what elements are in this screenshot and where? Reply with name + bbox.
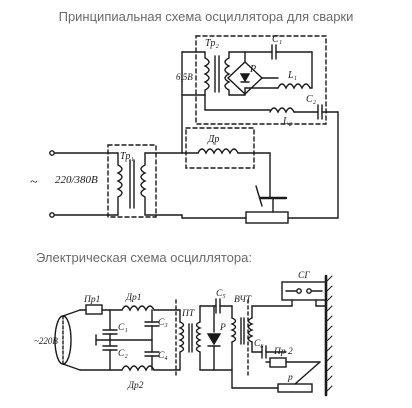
terminal-bottom <box>49 212 55 218</box>
tr1-secondary-coil <box>140 152 147 216</box>
label-tr1: Тр₁ <box>120 151 134 162</box>
tr2-box <box>195 35 327 125</box>
label-c6: С₆ <box>254 339 264 349</box>
label-220v: ~220В <box>34 336 58 346</box>
label-diode-r: Р <box>219 323 226 333</box>
tr1-primary-coil <box>116 152 123 216</box>
l1-coil <box>277 83 311 90</box>
dr1-coil <box>121 305 155 312</box>
label-l2: L₂ <box>282 116 293 127</box>
label-sg: СГ <box>298 271 310 281</box>
label-6-5v: 6,5В <box>176 72 193 82</box>
diode-symbol <box>239 73 251 83</box>
top-diagram-title: Принципиальная схема осциллятора для сва… <box>58 9 354 24</box>
label-p: р <box>287 373 293 383</box>
label-diode-p: Р <box>249 64 256 75</box>
l2-coil <box>269 107 295 114</box>
label-c1-bottom: С₁ <box>118 323 128 333</box>
label-dr1: Др1 <box>125 293 142 303</box>
vcht-secondary-coil <box>247 317 254 343</box>
vcht-primary-coil <box>230 317 237 343</box>
label-c4: С₄ <box>158 351 168 361</box>
electrode-p <box>277 383 313 393</box>
dr-box <box>185 127 255 169</box>
label-pr2: Пр 2 <box>273 347 293 357</box>
label-dr2: Др2 <box>127 381 144 391</box>
fuse-pr1 <box>85 304 103 315</box>
tr2-secondary-coil <box>224 51 231 96</box>
label-pr1: Пр1 <box>83 295 100 305</box>
label-c1-top: C₁ <box>272 34 282 45</box>
fuse-pr2 <box>269 357 287 368</box>
label-tilde: ~ <box>30 175 38 190</box>
label-c2-top: C₂ <box>306 94 317 105</box>
bottom-circuit <box>54 274 333 397</box>
tr1-box <box>107 144 157 218</box>
label-tr2: Тр₂ <box>205 38 219 49</box>
pt-secondary-coil <box>195 321 202 353</box>
label-l1: L₁ <box>287 70 297 81</box>
tr2-primary-coil <box>203 51 210 96</box>
top-circuit <box>49 35 339 224</box>
dr-choke-coil <box>197 148 239 155</box>
dr2-coil <box>121 365 155 372</box>
pt-primary-coil <box>178 321 185 371</box>
label-pt: ПТ <box>181 309 195 319</box>
label-mains-voltage: 220/380В <box>55 174 98 186</box>
label-c5: С₅ <box>216 289 226 299</box>
label-dr: Др <box>207 134 219 145</box>
label-c3: С₃ <box>158 318 168 328</box>
ballast-resistor <box>245 211 289 224</box>
label-vcht: ВЧТ <box>234 295 252 305</box>
label-c2-bottom: С₂ <box>118 349 128 359</box>
terminal-top <box>49 150 55 156</box>
bottom-diagram-title: Электрическая схема осциллятора: <box>36 250 252 265</box>
diode-r <box>206 333 222 346</box>
